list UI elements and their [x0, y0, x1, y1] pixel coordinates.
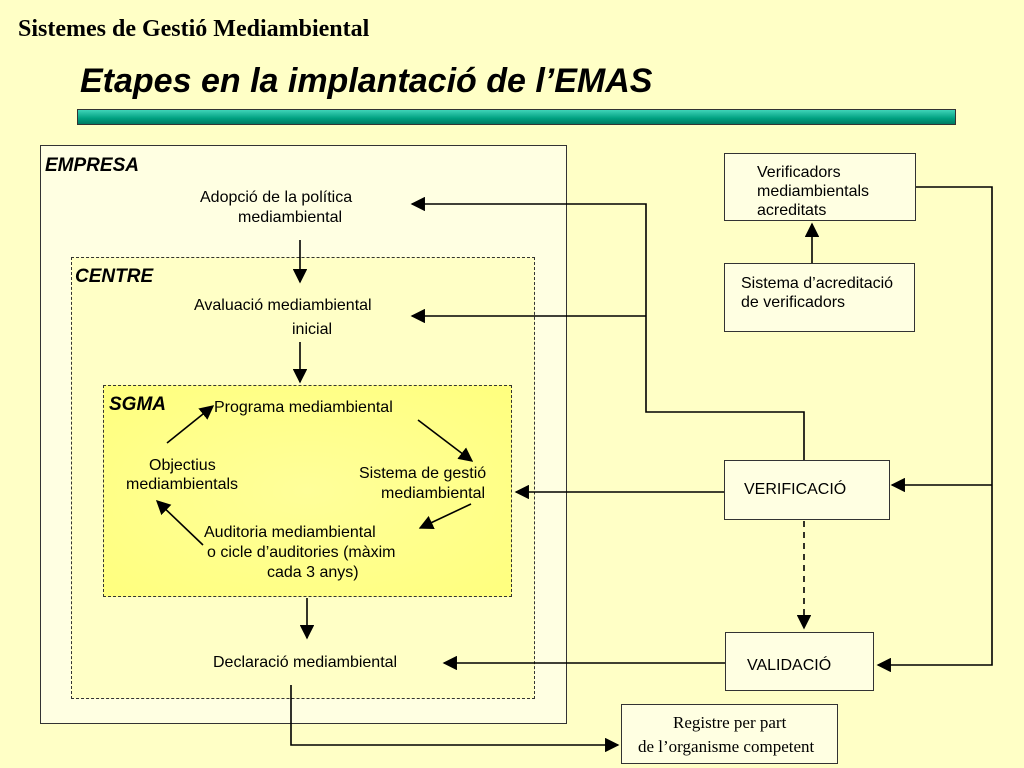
auditoria-line-3: cada 3 anys)	[267, 564, 359, 581]
sgma-frame	[103, 385, 512, 597]
sistema-gestio-line-1: Sistema de gestió	[359, 465, 487, 482]
registre-line-2: de l’organisme competent	[638, 737, 815, 756]
slide-header: Sistemes de Gestió Mediambiental	[18, 16, 370, 42]
objectius-line-1: Objectius	[149, 457, 216, 474]
verificadors-line-3: acreditats	[757, 202, 827, 219]
verificadors-line-2: mediambientals	[757, 183, 870, 200]
sgma-label: SGMA	[109, 394, 166, 415]
line-verificacio-up	[410, 196, 805, 460]
arrow-auditoria-objectius	[155, 500, 204, 546]
verificacio-label: VERIFICACIÓ	[744, 481, 847, 498]
verificacio-box: VERIFICACIÓ	[724, 460, 890, 520]
slide-title: Etapes en la implantació de l’EMAS	[80, 62, 653, 100]
arrow-programa-sistema	[417, 419, 474, 462]
sistema-gestio-line-2: mediambiental	[381, 485, 486, 502]
empresa-label: EMPRESA	[45, 155, 139, 176]
line-verificadors-right	[876, 186, 993, 673]
registre-box: Registre per part de l’organisme compete…	[621, 704, 838, 764]
objectius-line-2: mediambientals	[126, 476, 239, 493]
programa-label: Programa mediambiental	[214, 399, 393, 416]
registre-line-1: Registre per part	[673, 713, 787, 732]
auditoria-line-1: Auditoria mediambiental	[204, 524, 376, 541]
avaluacio-line-1: Avaluació mediambiental	[194, 297, 372, 314]
verificadors-box: Verificadors mediambientals acreditats	[724, 153, 916, 221]
acreditacio-line-1: Sistema d’acreditació	[741, 275, 894, 292]
arrow-objectius-programa	[166, 405, 215, 444]
declaracio-label: Declaració mediambiental	[213, 654, 398, 671]
arrow-declaracio-registre	[290, 685, 620, 753]
validacio-label: VALIDACIÓ	[747, 657, 832, 674]
acreditacio-line-2: de verificadors	[741, 294, 846, 311]
adopcio-line-2: mediambiental	[238, 209, 343, 226]
verificadors-line-1: Verificadors	[757, 164, 841, 181]
sistema-acreditacio-box: Sistema d’acreditació de verificadors	[724, 263, 915, 332]
auditoria-line-2: o cicle d’auditories (màxim	[207, 544, 396, 561]
arrow-sistema-auditoria	[418, 503, 472, 529]
adopcio-line-1: Adopció de la política	[200, 189, 353, 206]
centre-label: CENTRE	[75, 266, 154, 287]
title-underline-bar	[77, 109, 956, 125]
avaluacio-line-2: inicial	[292, 321, 333, 338]
validacio-box: VALIDACIÓ	[725, 632, 874, 691]
